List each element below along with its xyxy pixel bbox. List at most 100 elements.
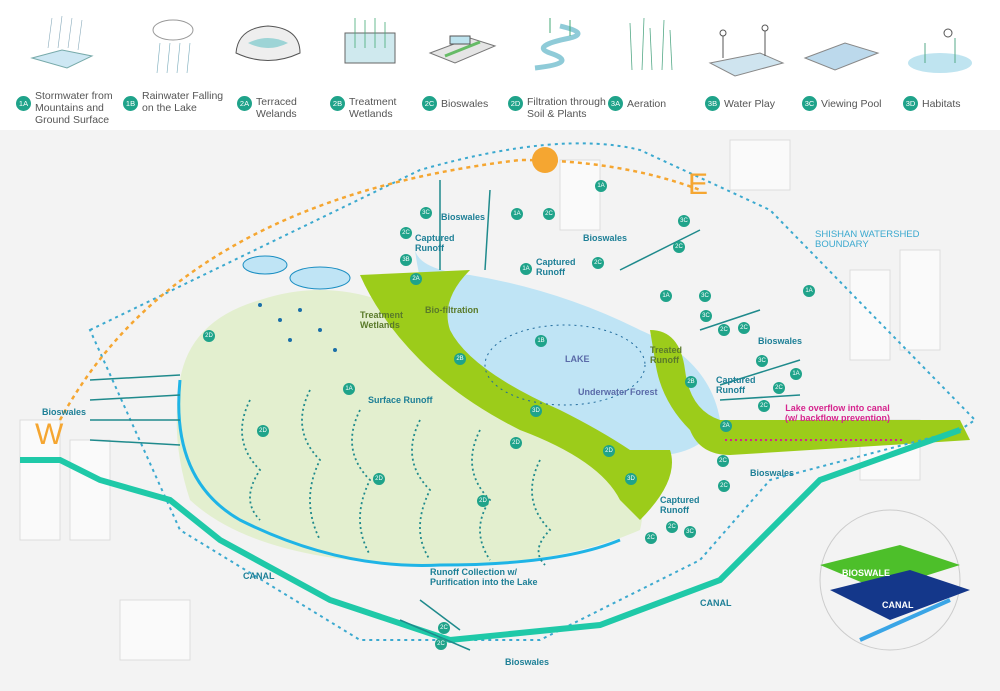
label-runoff-collection: Runoff Collection w/ Purification into t… — [430, 567, 538, 587]
filtration-icon — [534, 18, 581, 71]
map-badge: 1A — [803, 285, 815, 297]
map-badge: 2C — [645, 532, 657, 544]
label-watershed-boundary: SHISHAN WATERSHED BOUNDARY — [815, 229, 920, 250]
legend-badge: 2D — [508, 96, 523, 111]
map-badge: 2C — [673, 241, 685, 253]
label-canal: CANAL — [700, 598, 732, 608]
inset-diagram — [819, 509, 970, 651]
map-badge: 1A — [660, 290, 672, 302]
legend-label: Stormwater from Mountains and Ground Sur… — [35, 90, 113, 126]
label-bioswales: Bioswales — [583, 233, 628, 243]
bioswale-icon — [428, 35, 497, 64]
map-badge: 2D — [603, 445, 615, 457]
legend-label: Aeration — [627, 98, 667, 110]
sun-path — [58, 158, 701, 421]
mountain-rain-icon — [30, 15, 94, 69]
label-bioswales: Bioswales — [441, 212, 486, 222]
map-badge: 1A — [520, 263, 532, 275]
map-badge: 1A — [790, 368, 802, 380]
map-badge: 2C — [738, 322, 750, 334]
legend-label: Rainwater Falling on the Lake — [142, 90, 224, 114]
map-badge: 2D — [373, 473, 385, 485]
map-badge: 2C — [758, 400, 770, 412]
wetland-band — [360, 270, 672, 520]
cloud-rain-icon — [152, 19, 194, 74]
map-badge: 3B — [400, 254, 412, 266]
legend-badge: 3D — [903, 96, 918, 111]
label-underwater-forest: Underwater Forest — [578, 387, 658, 397]
map-badge: 2C — [400, 227, 412, 239]
label-captured-runoff: Captured Runoff — [716, 375, 756, 395]
legend-label: Viewing Pool — [821, 98, 882, 110]
west-marker: W — [35, 418, 64, 451]
lake-circulation — [484, 324, 646, 406]
surface-runoff-arrows — [241, 389, 552, 566]
map-badge: 3C — [678, 215, 690, 227]
map-badge: 3D — [530, 405, 542, 417]
map-badge: 1A — [595, 180, 607, 192]
legend-item-1a: 1A Stormwater from Mountains and Ground S… — [16, 90, 125, 126]
map-badge: 2C — [666, 521, 678, 533]
label-bioswales: Bioswales — [505, 657, 550, 667]
map-badge: 1B — [535, 335, 547, 347]
legend-item-3a: 3A Aeration — [608, 90, 666, 111]
legend-badge: 3B — [705, 96, 720, 111]
map-badge: 2C — [435, 638, 447, 650]
legend-badge: 3C — [802, 96, 817, 111]
legend-badge: 3A — [608, 96, 623, 111]
legend-item-3b: 3B Water Play — [705, 90, 775, 111]
label-canal: CANAL — [243, 571, 275, 581]
legend-item-2d: 2D Filtration through Soil & Plants — [508, 90, 609, 120]
label-bioswales: Bioswales — [758, 336, 803, 346]
map-badge: 2B — [685, 376, 697, 388]
map-badge: 3D — [625, 473, 637, 485]
east-marker: E — [688, 168, 709, 201]
map-badge: 2C — [718, 324, 730, 336]
legend-label: Filtration through Soil & Plants — [527, 96, 606, 120]
map-badge: 2A — [410, 273, 422, 285]
legend-badge: 2B — [330, 96, 345, 111]
hillside — [176, 290, 643, 565]
map-badge: 2C — [718, 480, 730, 492]
map-badge: 3C — [700, 310, 712, 322]
map-badge: 2C — [543, 208, 555, 220]
map-badge: 3C — [420, 207, 432, 219]
map-badge: 3C — [684, 526, 696, 538]
label-surface-runoff: Surface Runoff — [368, 395, 433, 405]
legend-badge: 1A — [16, 96, 31, 111]
map-badge: 2A — [720, 420, 732, 432]
map-badge: 1A — [511, 208, 523, 220]
legend-label: Habitats — [922, 98, 961, 110]
watershed-boundary — [88, 142, 977, 641]
legend-label: Water Play — [724, 98, 775, 110]
legend-item-3c: 3C Viewing Pool — [802, 90, 882, 111]
bioswale-arrows — [89, 180, 801, 651]
legend-label: Treatment Wetlands — [349, 96, 397, 120]
map-badge: 2D — [257, 425, 269, 437]
canal — [20, 427, 962, 644]
map-badge: 2D — [203, 330, 215, 342]
map-badge: 2D — [510, 437, 522, 449]
label-bioswales: Bioswales — [42, 407, 87, 417]
map-badge: 3C — [756, 355, 768, 367]
legend-badge: 2C — [422, 96, 437, 111]
map-badge: 2C — [773, 382, 785, 394]
map-badge: 1A — [343, 383, 355, 395]
label-inset-canal: CANAL — [882, 600, 914, 610]
label-bioswales: Bioswales — [750, 468, 795, 478]
legend-label: Bioswales — [441, 98, 489, 110]
label-biofiltration: Bio-filtration — [425, 305, 479, 315]
map-badge: 2D — [477, 495, 489, 507]
sun-icon — [532, 147, 558, 173]
raindrop-icons — [258, 303, 337, 352]
collection-channel — [177, 379, 621, 567]
legend: 1A Stormwater from Mountains and Ground S… — [0, 0, 1000, 130]
map-badge: 3C — [699, 290, 711, 302]
map-badge: 2C — [592, 257, 604, 269]
map-labels: Bioswales Captured Runoff Bioswales Capt… — [0, 130, 1000, 691]
label-captured-runoff: Captured Runoff — [415, 233, 455, 253]
label-inset-bioswale: BIOSWALE — [842, 568, 891, 578]
label-captured-runoff: Captured Runoff — [536, 257, 576, 277]
